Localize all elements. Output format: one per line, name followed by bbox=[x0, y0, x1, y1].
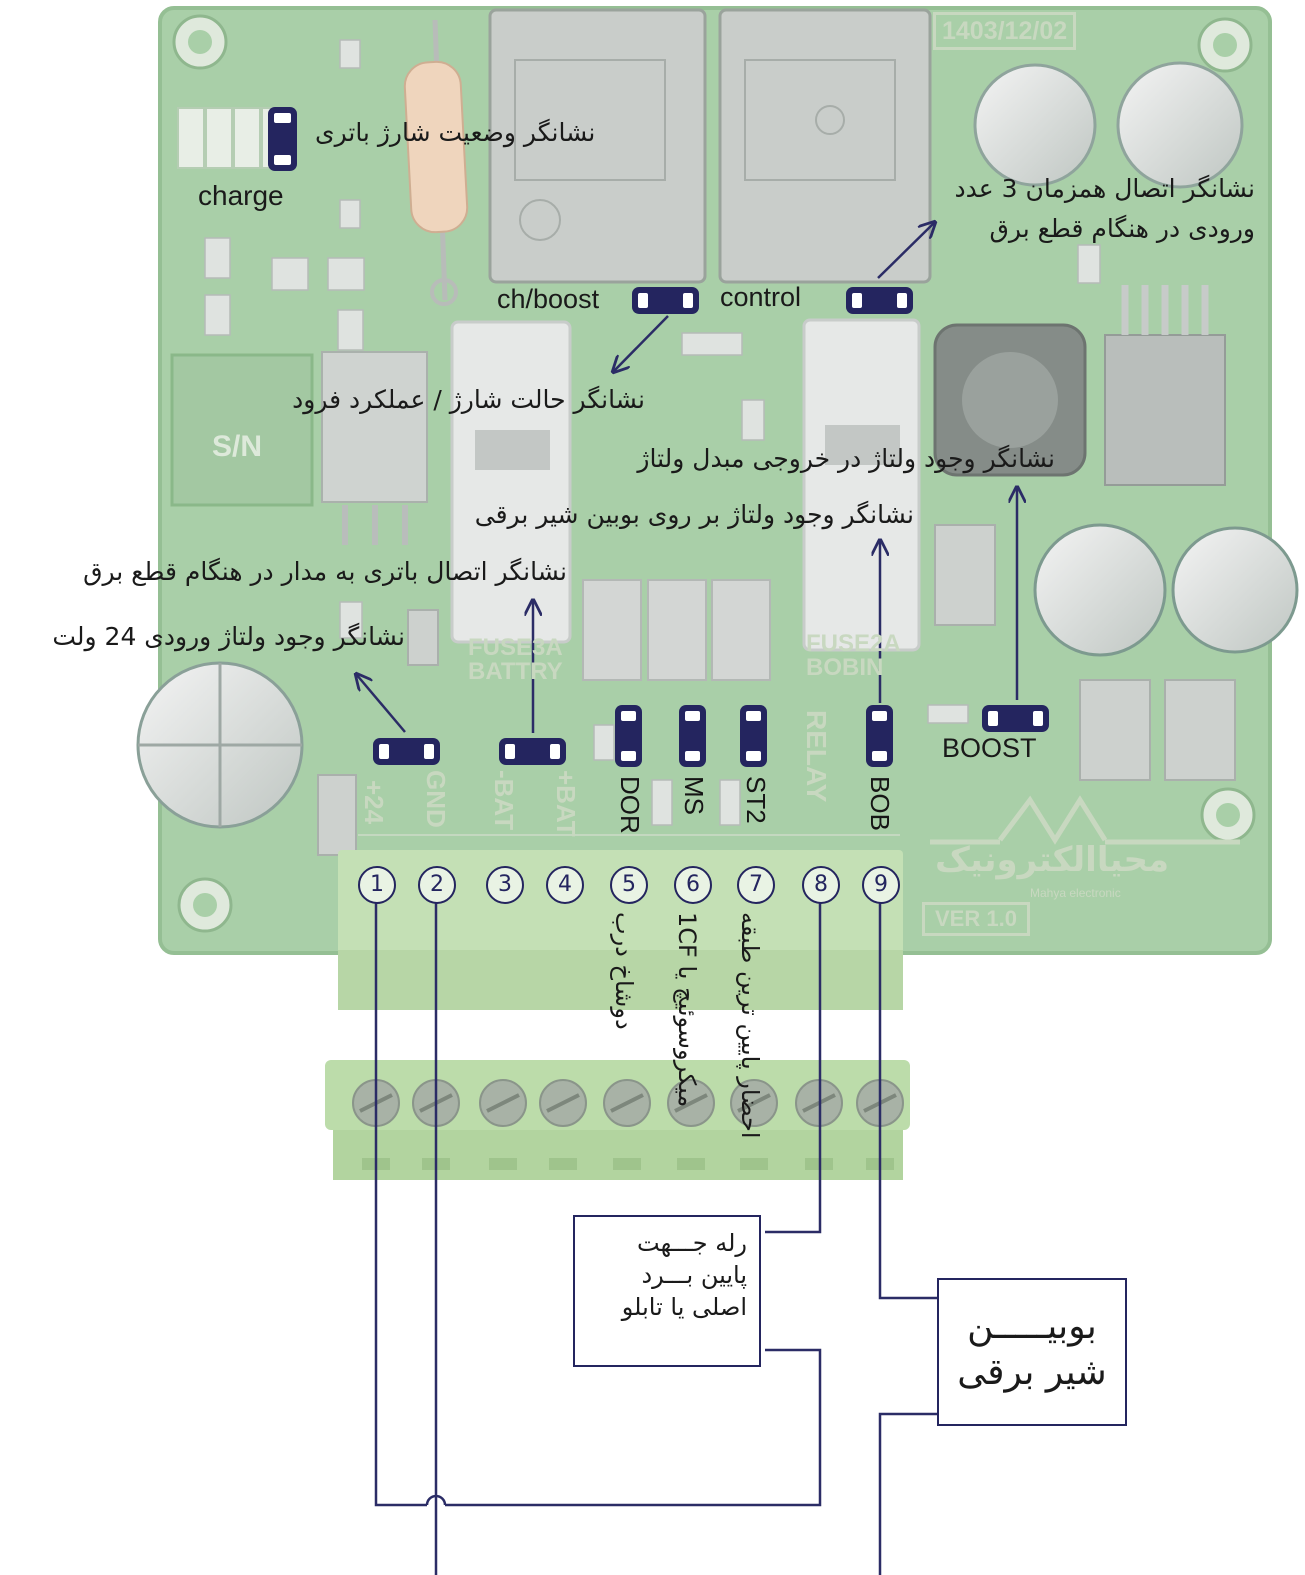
power-resistor bbox=[403, 19, 469, 306]
mosfet-s-n bbox=[170, 353, 314, 507]
terminal-6: 6 bbox=[674, 866, 712, 904]
silk-plus-bat: +BAT bbox=[551, 770, 581, 837]
label-control: control bbox=[720, 282, 802, 312]
arrow-charge-mode bbox=[613, 315, 669, 372]
terminal-8: 8 bbox=[802, 866, 840, 904]
terminal-5: 5 bbox=[610, 866, 648, 904]
ic-regulator bbox=[1104, 334, 1226, 486]
capacitors bbox=[136, 61, 1299, 829]
relay-right bbox=[718, 8, 932, 284]
diode-2 bbox=[1079, 679, 1151, 781]
diode-4 bbox=[317, 774, 357, 856]
relay-box-line2: پایین بـــرد bbox=[641, 1261, 747, 1289]
brand-name-en: Mahya electronic bbox=[1030, 886, 1121, 900]
regulator bbox=[321, 351, 428, 503]
terminal-7: 7 bbox=[737, 866, 775, 904]
label-bob: BOB bbox=[865, 776, 895, 831]
diode-3 bbox=[1164, 679, 1236, 781]
terminal-slot-3 bbox=[489, 1158, 517, 1170]
terminal-slot-4 bbox=[549, 1158, 577, 1170]
smd-parts bbox=[204, 39, 1101, 826]
note-three-inputs-2: ورودی در هنگام قطع برق bbox=[989, 214, 1255, 243]
mounting-holes bbox=[172, 14, 1256, 933]
led-bat bbox=[499, 738, 566, 765]
label-boost: BOOST bbox=[942, 733, 1037, 763]
terminal-note-6: میکروسوئیچ یا 1CF bbox=[673, 912, 701, 1108]
led-24v bbox=[373, 738, 440, 765]
terminal-slot-7 bbox=[740, 1158, 768, 1170]
coil-box: بوبیـــــن شیر برقی bbox=[937, 1278, 1127, 1426]
version-stamp: VER 1.0 bbox=[922, 902, 1030, 936]
led-boost bbox=[982, 705, 1049, 732]
silk-fuse-bobin: FUSE2A BOBIN bbox=[806, 630, 900, 681]
terminal-block bbox=[325, 850, 910, 1180]
terminal-1: 1 bbox=[358, 866, 396, 904]
optocouplers bbox=[582, 579, 771, 681]
terminal-screw-slot-3 bbox=[486, 1093, 520, 1113]
silk-relay: RELAY bbox=[801, 710, 832, 803]
terminal-screw-slot-4 bbox=[546, 1093, 580, 1113]
relay-box-line1: رله جـــهت bbox=[637, 1229, 747, 1257]
brand-name: محیاالکترونیک bbox=[935, 840, 1170, 880]
silk-sn: S/N bbox=[212, 430, 263, 463]
circuit-wires bbox=[356, 222, 1017, 1575]
led-control bbox=[846, 287, 913, 314]
coil-box-line1: بوبیـــــن bbox=[967, 1306, 1097, 1347]
note-converter-output: نشانگر وجود ولتاژ در خروجی مبدل ولتاژ bbox=[637, 444, 1055, 473]
silk-fuse-battery: FUSE3A BATTRY bbox=[468, 634, 563, 685]
silk-plus24: +24 bbox=[359, 780, 389, 825]
terminal-note-5: دوشاخ درب bbox=[610, 912, 638, 1030]
coil-box-line2: شیر برقی bbox=[957, 1352, 1107, 1393]
diode-5 bbox=[407, 609, 439, 666]
terminal-screw-slot-7 bbox=[737, 1093, 771, 1113]
label-charge: charge bbox=[198, 180, 284, 211]
arrow-three-inputs bbox=[877, 222, 935, 279]
terminal-screw-slot-5 bbox=[610, 1093, 644, 1113]
terminal-slot-6 bbox=[677, 1158, 705, 1170]
relay-box-line3: اصلی یا تابلو bbox=[621, 1293, 747, 1321]
silk-minus-bat: -BAT bbox=[489, 770, 519, 831]
relay-left bbox=[488, 8, 707, 284]
note-charge-mode: نشانگر حالت شارژ / عملکرد فرود bbox=[292, 385, 645, 414]
terminal-3: 3 bbox=[486, 866, 524, 904]
label-dor: DOR bbox=[615, 776, 645, 834]
led-ch-boost bbox=[632, 287, 699, 314]
diode-1 bbox=[934, 524, 996, 626]
note-input-24v: نشانگر وجود ولتاژ ورودی 24 ولت bbox=[52, 622, 405, 651]
terminal-4: 4 bbox=[546, 866, 584, 904]
label-ms: MS bbox=[679, 776, 709, 815]
label-st2: ST2 bbox=[741, 776, 771, 824]
label-ch-boost: ch/boost bbox=[497, 284, 600, 314]
terminal-note-7: احضار پایین ترین طبقه bbox=[736, 912, 764, 1139]
terminal-screw-slot-6 bbox=[674, 1093, 708, 1113]
fuse-bobin bbox=[802, 318, 921, 652]
fuse-battery bbox=[450, 320, 572, 644]
arrow-input-24v bbox=[356, 674, 406, 733]
brand-logo-mark bbox=[930, 795, 1240, 845]
silk-gnd: GND bbox=[421, 770, 451, 828]
note-coil-voltage: نشانگر وجود ولتاژ بر روی بوبین شیر برقی bbox=[474, 500, 914, 529]
relay-box: رله جـــهت پایین بـــرد اصلی یا تابلو bbox=[573, 1215, 761, 1367]
note-battery-connect: نشانگر اتصال باتری به مدار در هنگام قطع … bbox=[83, 557, 567, 586]
date-stamp: 1403/12/02 bbox=[933, 12, 1077, 50]
terminal-slot-5 bbox=[613, 1158, 641, 1170]
terminal-2: 2 bbox=[418, 866, 456, 904]
note-battery-charge: نشانگر وضعیت شارژ باتری bbox=[315, 118, 596, 147]
led-charge bbox=[268, 107, 297, 171]
terminal-9: 9 bbox=[862, 866, 900, 904]
note-three-inputs-1: نشانگر اتصال همزمان 3 عدد bbox=[954, 174, 1255, 203]
